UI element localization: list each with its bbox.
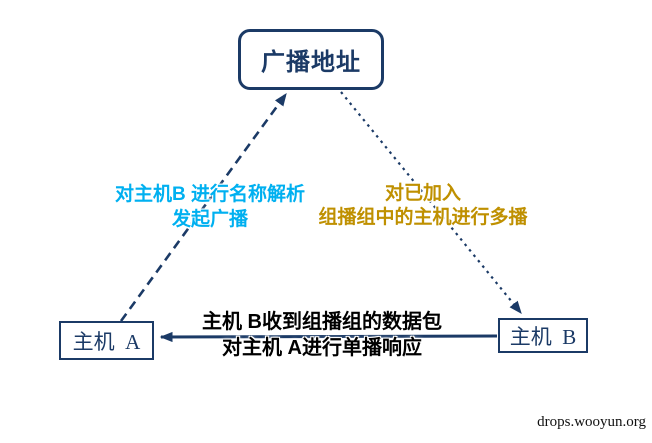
broadcast-query-label-line1: 对主机B 进行名称解析 (114, 184, 306, 205)
broadcast-query-label-line2: 发起广播 (171, 209, 249, 230)
multicast-label-line1: 对已加入 (384, 183, 462, 204)
edge-host-b-to-host-a (159, 331, 498, 343)
host-a-node: 主机 A (59, 321, 154, 360)
unicast-reply-label-line2: 对主机 A进行单播响应 (222, 337, 422, 359)
watermark: drops.wooyun.org (537, 414, 646, 430)
multicast-label-line2: 组播组中的主机进行多播 (318, 207, 528, 228)
edge-host-a-to-broadcast (119, 92, 288, 322)
broadcast-address-node: 广播地址 (238, 29, 384, 90)
unicast-reply-label-line1: 主机 B收到组播组的数据包 (202, 311, 442, 333)
broadcast-address-label: 广播地址 (261, 49, 361, 76)
host-b-node: 主机 B (498, 318, 588, 353)
broadcast-query-label: 对主机B 进行名称解析 发起广播 (115, 182, 305, 232)
unicast-reply-label: 主机 B收到组播组的数据包 对主机 A进行单播响应 (202, 309, 442, 361)
host-b-label: 主机 B (509, 324, 577, 349)
host-a-label: 主机 A (72, 329, 141, 354)
multicast-label: 对已加入 组播组中的主机进行多播 (318, 182, 527, 230)
